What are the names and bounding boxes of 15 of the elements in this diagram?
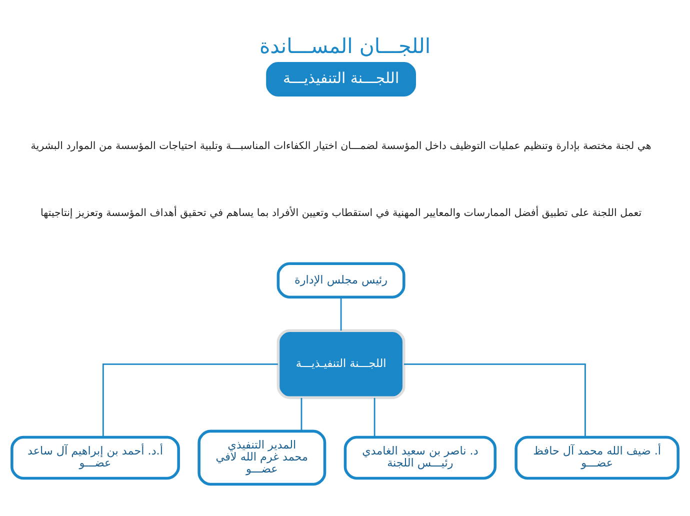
node-box: اللجـــنة التنفيذيـــة — [266, 62, 416, 96]
node-box: المدير التنفيذي محمد غرم الله لافي عضـــو — [198, 429, 326, 486]
node-box: أ.د. أحمد بن إبراهيم آل ساعد عضـــو — [10, 435, 180, 480]
connector — [374, 397, 376, 437]
label: هي لجنة مختصة بإدارة وتنظيم عمليات التوظيف داخل المؤسسة لضمـــان اختيار الكفاءات المناسبـــة وتلبية احتياجات المؤسسة من الموارد البشرية — [30, 139, 652, 152]
label: تعمل اللجنة على تطبيق أفضل الممارسات والمعايير المهنية في استقطاب وتعيين الأفراد بما يساهم في تحقيق أهداف المؤسسة وتعزيز إنتاجيتها — [40, 206, 642, 218]
connector — [404, 362, 586, 436]
connector — [340, 296, 342, 330]
node-box: أ. ضيف الله محمد آل حافظ عضـــو — [514, 435, 680, 480]
node-box: د. ناصر بن سعيد الغامدي رئيـــس اللجنة — [344, 435, 497, 480]
node-box: اللجـــنة التنفيـذيـــة — [276, 328, 406, 399]
node-box: رئيس مجلس الإدارة — [276, 262, 406, 298]
connector — [300, 397, 302, 431]
diagram-title: اللجـــان المســـاندة — [259, 33, 431, 58]
connector — [102, 362, 278, 436]
